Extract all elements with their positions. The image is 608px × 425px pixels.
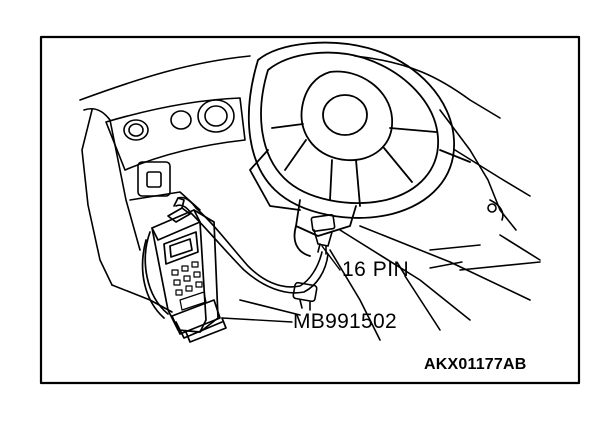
handheld-diagnostic-tool-icon	[141, 197, 227, 343]
callout-leaders	[221, 245, 463, 323]
tool-part-number-callout: MB991502	[293, 310, 397, 333]
leader-16pin	[321, 245, 341, 271]
leader-part	[221, 317, 293, 323]
connector-pin-callout: 16 PIN	[342, 258, 410, 281]
steering-wheel-icon	[248, 41, 471, 257]
figure-reference-code: AKX01177AB	[424, 356, 527, 373]
figure-frame	[39, 35, 581, 385]
dashboard	[79, 55, 541, 341]
leader-16pin-ext	[429, 261, 463, 269]
diagnosis-connector-icon	[310, 213, 336, 255]
